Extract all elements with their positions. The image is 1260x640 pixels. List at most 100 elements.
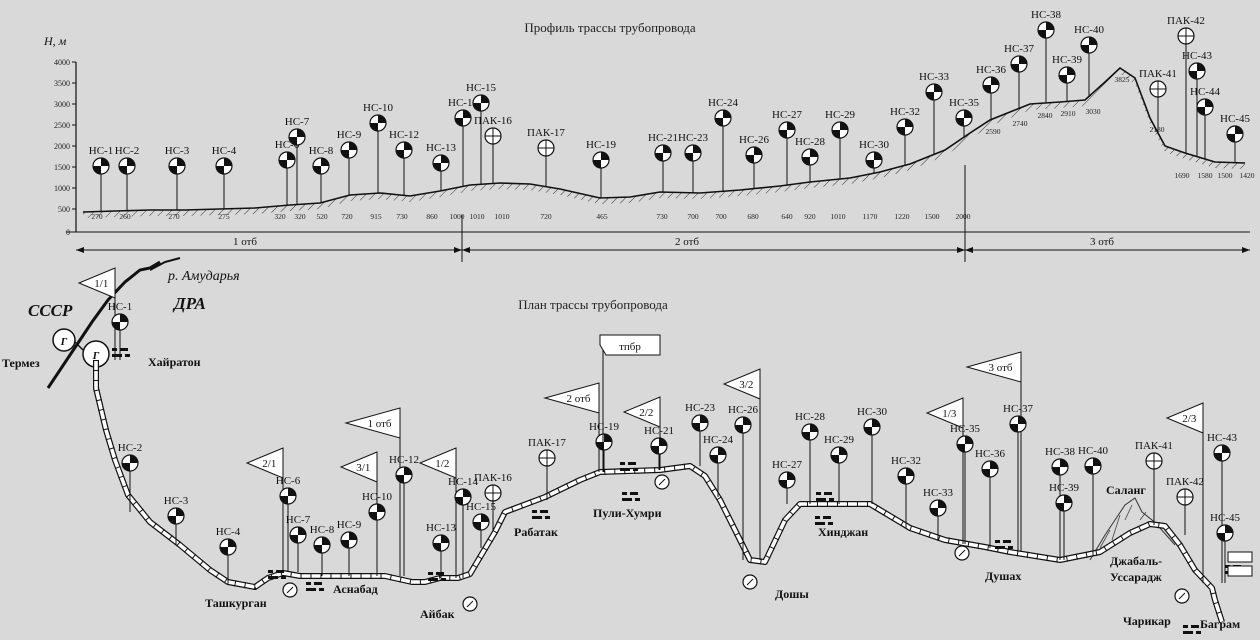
station-НС-26: НС-26 — [739, 134, 769, 189]
plan-station-НС-38: НС-38 — [1045, 446, 1075, 560]
flag-label: 2/2 — [639, 407, 653, 419]
plan-station-НС-43: НС-43 — [1207, 432, 1237, 583]
station-label: НС-45 — [1220, 113, 1250, 125]
station-НС-1: НС-1 — [89, 145, 113, 212]
plan-pak-ПАК-17: ПАК-17 — [528, 437, 566, 500]
town-Саланг: Саланг — [1106, 483, 1146, 497]
station-НС-45: НС-45 — [1220, 113, 1250, 163]
plan-station-НС-12: НС-12 — [389, 454, 419, 576]
station-label: НС-13 — [426, 142, 456, 154]
plan-station-НС-36: НС-36 — [975, 448, 1005, 548]
pak-label: ПАК-17 — [528, 437, 566, 449]
station-label: НС-40 — [1078, 445, 1108, 457]
altitude-label: 640 — [781, 212, 793, 221]
station-НС-2: НС-2 — [115, 145, 139, 211]
section-label-3: 3 отб — [1090, 236, 1114, 248]
town-Дошы: Дошы — [775, 587, 809, 601]
town-Пули-Хумри: Пули-Хумри — [593, 506, 662, 520]
plan-station-НС-7: НС-7 — [286, 514, 311, 572]
station-НС-38: НС-38 — [1031, 9, 1061, 103]
plan-station-НС-28: НС-28 — [795, 411, 825, 504]
plan-station-НС-15: НС-15 — [466, 501, 496, 548]
town-Душах: Душах — [985, 569, 1021, 583]
pump-ring-icon — [282, 582, 298, 598]
flag-label: 1/1 — [94, 278, 108, 290]
town-label: Рабатак — [514, 525, 558, 539]
station-НС-44: НС-44 — [1190, 86, 1220, 159]
building-block-icon — [815, 516, 833, 525]
section-label-2: 2 отб — [675, 236, 699, 248]
altitude-label: 1220 — [895, 212, 910, 221]
altitude-label: 270 — [91, 212, 103, 221]
town-label: Ташкурган — [205, 596, 267, 610]
flag-label: 1 отб — [367, 418, 391, 430]
station-НС-27: НС-27 — [772, 109, 802, 186]
station-НС-29: НС-29 — [825, 109, 855, 179]
station-label: НС-33 — [923, 487, 953, 499]
station-label: НС-15 — [466, 82, 496, 94]
altitude-label: 1010 — [470, 212, 485, 221]
station-НС-36: НС-36 — [976, 64, 1006, 120]
pak-label: ПАК-42 — [1166, 476, 1204, 488]
plan-station-НС-35: НС-35 — [950, 423, 980, 544]
pipeline-profile-line — [82, 66, 1246, 213]
station-label: НС-30 — [859, 139, 889, 151]
y-tick-label: 500 — [58, 205, 70, 214]
flag-1 отб: 1 отб — [344, 407, 401, 576]
y-tick-label: 3000 — [54, 100, 70, 109]
building-block-icon — [112, 348, 130, 357]
flag-label: 2/3 — [1182, 413, 1197, 425]
plan-station-НС-27: НС-27 — [772, 459, 802, 504]
town-label: Термез — [2, 356, 40, 370]
town-Баграм: Баграм — [1200, 617, 1240, 631]
altitude-label: 720 — [540, 212, 552, 221]
station-label: НС-8 — [310, 524, 335, 536]
station-label: НС-35 — [950, 423, 980, 435]
station-label: НС-29 — [824, 434, 854, 446]
altitude-label: 270 — [168, 212, 180, 221]
flag-3 отб: 3 отб — [965, 351, 1022, 552]
plan-station-НС-3: НС-3 — [164, 495, 189, 545]
station-НС-19: НС-19 — [586, 139, 616, 198]
town-Аснабад: Аснабад — [333, 582, 378, 596]
altitude-label: 2910 — [1061, 109, 1076, 118]
station-label: НС-39 — [1049, 482, 1079, 494]
altitude-label: 920 — [804, 212, 816, 221]
pump-ring-icon — [954, 545, 970, 561]
town-Хайратон: Хайратон — [148, 355, 201, 369]
town-label: Айбак — [420, 607, 455, 621]
station-label: НС-3 — [164, 495, 189, 507]
station-НС-7: НС-7 — [285, 116, 310, 205]
station-НС-15: НС-15 — [466, 82, 496, 185]
station-label: НС-21 — [644, 425, 674, 437]
profile-axis-label: H, м — [43, 34, 67, 48]
station-НС-33: НС-33 — [919, 71, 949, 155]
plan-station-НС-1: НС-1 — [108, 301, 132, 360]
altitude-label: 1690 — [1175, 171, 1190, 180]
plan-station-НС-39: НС-39 — [1049, 482, 1079, 560]
station-НС-35: НС-35 — [949, 97, 979, 138]
plan-station-НС-19: НС-19 — [589, 421, 619, 472]
station-НС-13: НС-13 — [426, 142, 456, 191]
station-label: НС-28 — [795, 136, 825, 148]
station-label: НС-15 — [466, 501, 496, 513]
pak-ПАК-42: ПАК-42 — [1167, 15, 1205, 154]
svg-text:Г: Г — [60, 336, 68, 348]
flag-1/3: 1/3 — [925, 397, 964, 544]
station-label: НС-21 — [648, 132, 678, 144]
station-label: НС-32 — [890, 106, 920, 118]
altitude-label: 260 — [119, 212, 131, 221]
pak-label: ПАК-16 — [474, 472, 512, 484]
building-block-icon — [306, 582, 324, 591]
plan-station-НС-8: НС-8 — [310, 524, 335, 576]
altitude-label: 275 — [218, 212, 230, 221]
y-tick-label: 1000 — [54, 184, 70, 193]
flag-1/2: 1/2 — [418, 447, 457, 578]
altitude-label: 1580 — [1198, 171, 1213, 180]
station-label: НС-23 — [685, 402, 715, 414]
station-НС-43: НС-43 — [1182, 50, 1212, 157]
building-block-icon — [816, 492, 834, 501]
